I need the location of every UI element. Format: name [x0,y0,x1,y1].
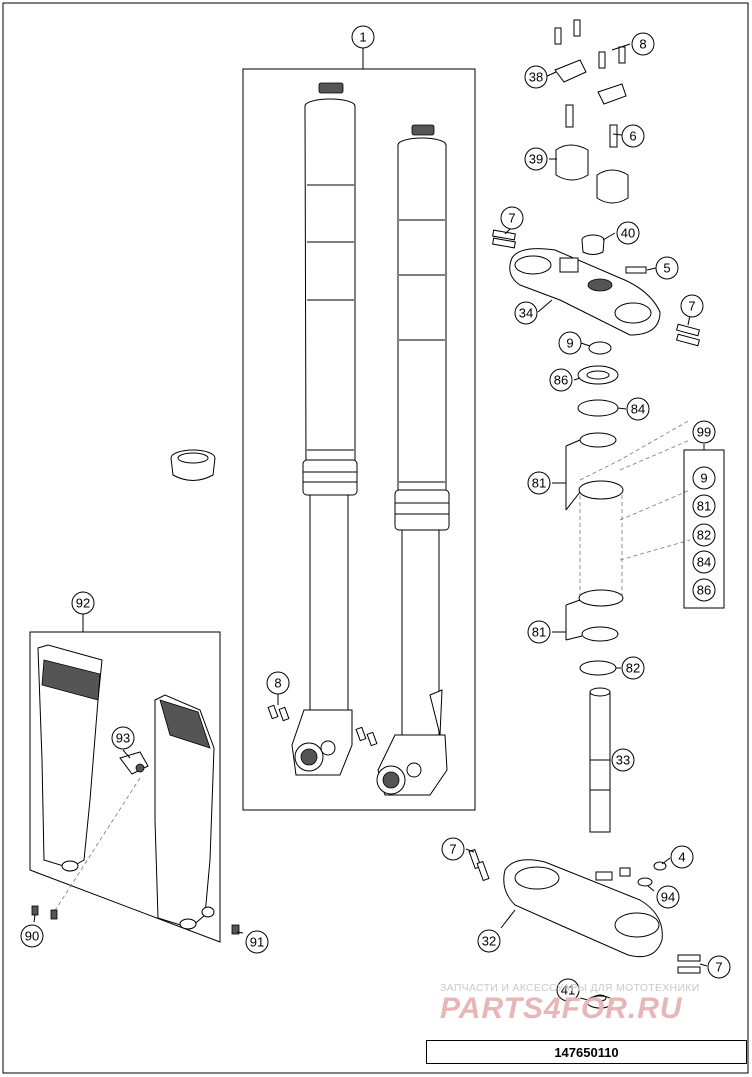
fork-guard-frame [29,631,221,943]
callout-label: 7 [449,842,456,857]
callout-label: 7 [508,211,515,226]
callout-label: 34 [519,306,533,321]
callout-label: 84 [631,402,645,417]
leader-lines [33,43,708,1001]
callout-label: 91 [250,935,264,950]
callout-90: 90 [20,924,44,948]
fork-adjuster-ring [170,449,216,481]
fork-leg-left [291,82,358,776]
callout-label: 39 [529,152,543,167]
callout-8: 8 [266,671,290,695]
fork-guard-left [37,644,103,872]
fork-guard-right [154,694,215,930]
callout-label: 4 [678,850,685,865]
callout-81: 81 [527,471,551,495]
callout-40: 40 [616,221,640,245]
callout-4: 4 [670,845,694,869]
callout-7: 7 [441,837,465,861]
protection-cap [586,994,614,1009]
callout-label: 41 [561,983,575,998]
part-number-bar: 147650110 [426,1040,747,1064]
callout-39: 39 [524,147,548,171]
callout-82: 82 [621,656,645,680]
callout-82: 82 [692,523,716,547]
callout-label: 81 [532,625,546,640]
fork-clamp-bolts [267,704,378,747]
callout-label: 81 [532,476,546,491]
watermark-tagline: ЗАПЧАСТИ И АКСЕССУАРЫ ДЛЯ МОТОТЕХНИКИ [440,982,700,994]
callout-label: 81 [697,499,711,514]
callout-label: 38 [529,70,543,85]
handlebar-clamp-lower [555,104,629,204]
callout-1: 1 [351,25,375,49]
callout-7: 7 [707,955,731,979]
callout-label: 86 [554,373,568,388]
bearing-stack [577,341,619,448]
callout-label: 90 [25,929,39,944]
callout-label: 1 [359,30,366,45]
callout-8: 8 [631,32,655,56]
callout-6: 6 [621,124,645,148]
callout-34: 34 [514,301,538,325]
callout-label: 9 [700,471,707,486]
callout-33: 33 [611,748,635,772]
callout-32: 32 [477,929,501,953]
callout-label: 32 [482,934,496,949]
callout-label: 40 [621,226,635,241]
callout-label: 33 [616,753,630,768]
callout-84: 84 [692,550,716,574]
part-number: 147650110 [554,1044,619,1060]
callout-86: 86 [692,578,716,602]
callout-label: 7 [688,299,695,314]
callout-label: 82 [697,528,711,543]
watermark: ЗАПЧАСТИ И АКСЕССУАРЫ ДЛЯ МОТОТЕХНИКИ PA… [440,982,740,1026]
callout-5: 5 [655,256,679,280]
callout-label: 84 [697,555,711,570]
callout-92: 92 [71,591,95,615]
callout-label: 86 [697,583,711,598]
callout-9: 9 [558,331,582,355]
callout-label: 92 [76,596,90,611]
callout-41: 41 [556,978,580,1002]
callout-84: 84 [626,397,650,421]
callout-9: 9 [692,466,716,490]
callout-94: 94 [656,885,680,909]
handlebar-clamp-upper [554,19,627,105]
watermark-brand: PARTS4FOR.RU [440,992,683,1025]
upper-triple-clamp [492,229,701,347]
fork-leg-right [376,124,450,796]
callout-label: 8 [274,676,281,691]
callout-label: 94 [661,890,675,905]
callout-label: 8 [639,37,646,52]
callout-7: 7 [680,294,704,318]
callout-81: 81 [527,620,551,644]
callout-38: 38 [524,65,548,89]
fork-group-frame [242,68,476,811]
callout-81: 81 [692,494,716,518]
callout-label: 9 [566,336,573,351]
callout-label: 6 [629,129,636,144]
steering-head-nut [581,234,605,255]
callout-91: 91 [245,930,269,954]
steering-stem [589,687,611,833]
callout-label: 7 [715,960,722,975]
guard-bracket [119,751,149,775]
callout-label: 99 [697,425,711,440]
callout-label: 93 [116,731,130,746]
callout-99: 99 [692,420,716,444]
callout-label: 5 [663,261,670,276]
callout-label: 82 [626,661,640,676]
frame-head-tube [578,419,691,676]
callout-86: 86 [549,368,573,392]
lower-triple-clamp [468,848,701,974]
callout-7: 7 [500,206,524,230]
callout-93: 93 [111,726,135,750]
